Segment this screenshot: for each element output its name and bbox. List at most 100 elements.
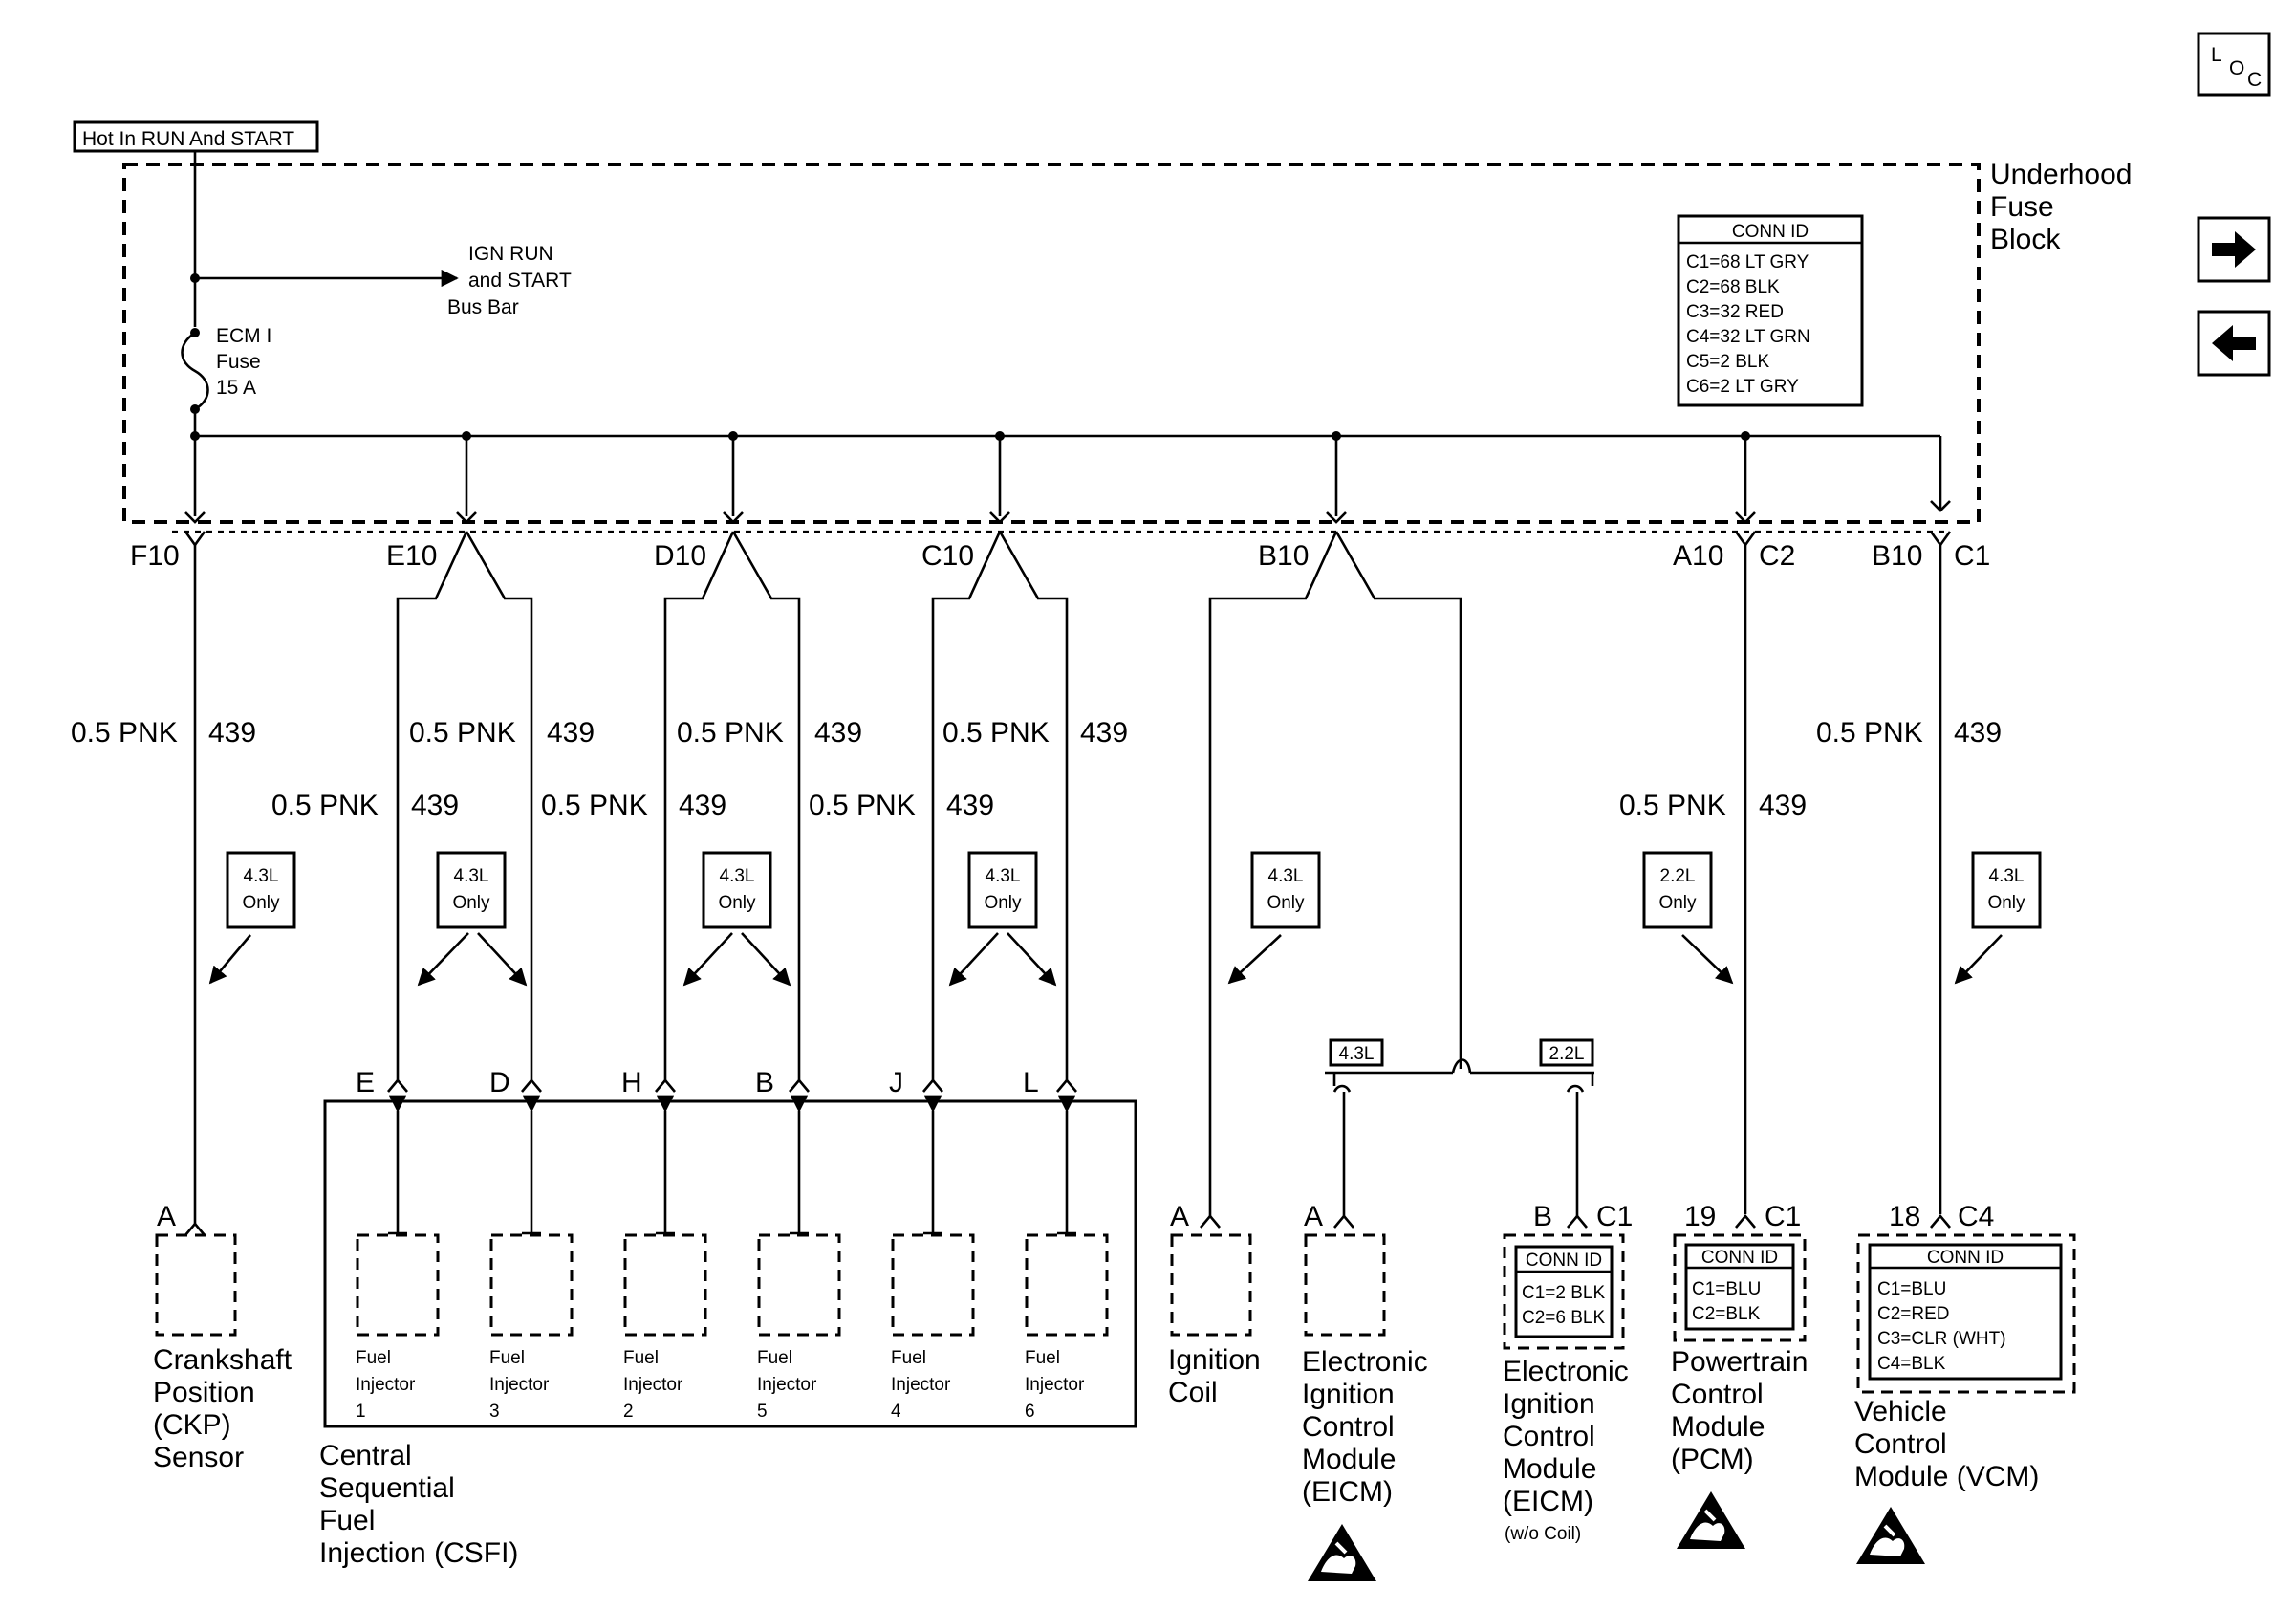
- ignition-coil-box: [1170, 1233, 1252, 1337]
- eicm2-conn: C1: [1596, 1201, 1633, 1232]
- injector-4-label: Injector: [891, 1375, 951, 1395]
- eicm2-note: (w/o Coil): [1505, 1524, 1581, 1544]
- svg-text:4.3L: 4.3L: [244, 866, 279, 886]
- wire-gauge: 0.5 PNK: [809, 790, 916, 821]
- loc-letter-c: C: [2247, 69, 2262, 91]
- wire-gauge: 0.5 PNK: [409, 717, 516, 749]
- eicm1-label-1: Electronic: [1302, 1346, 1428, 1378]
- conn-id-row: C2=68 BLK: [1686, 277, 1780, 297]
- esd-sensitive-icon: [1854, 1505, 1927, 1566]
- injector-labels: Fuel Injector 1 Fuel Injector 3 Fuel Inj…: [356, 1348, 1085, 1422]
- injector-boxes: [356, 1233, 1109, 1337]
- svg-text:Only: Only: [1987, 893, 2025, 913]
- power-source-label: Hot In RUN And START: [82, 128, 294, 150]
- csfi-label-4: Injection (CSFI): [319, 1537, 518, 1569]
- eicm2-label-3: Control: [1503, 1421, 1595, 1452]
- pin-e10: E10: [386, 540, 437, 572]
- svg-text:4.3L: 4.3L: [454, 866, 489, 886]
- pcm-conn-id: CONN ID C1=BLU C2=BLK: [1684, 1243, 1795, 1331]
- inj-pin-j: J: [889, 1067, 903, 1099]
- vcm-label-3: Module (VCM): [1854, 1461, 2039, 1492]
- svg-text:Only: Only: [452, 893, 490, 913]
- bus-bar-label-3: Bus Bar: [447, 296, 519, 318]
- eicm1-label-2: Ignition: [1302, 1379, 1395, 1410]
- eicm1-box: [1304, 1233, 1386, 1337]
- svg-text:C2=6 BLK: C2=6 BLK: [1522, 1308, 1605, 1328]
- pcm-label-3: Module: [1671, 1411, 1765, 1443]
- pcm-label-1: Powertrain: [1671, 1346, 1808, 1378]
- bus-drops: [193, 431, 1750, 516]
- eicm2-label-4: Module: [1503, 1453, 1596, 1485]
- fuse-icon: [181, 328, 209, 414]
- pin-b10: B10: [1258, 540, 1309, 572]
- pcm-label-4: (PCM): [1671, 1444, 1754, 1475]
- location-button[interactable]: L O C: [2197, 32, 2271, 97]
- pin-b10-c1: B10: [1872, 540, 1922, 572]
- svg-text:CONN ID: CONN ID: [1927, 1248, 2004, 1268]
- fuse-label-3: 15 A: [216, 377, 256, 399]
- injector-terminals: [387, 1077, 1077, 1235]
- ckp-label-2: Position: [153, 1377, 255, 1408]
- inj-pin-b: B: [755, 1067, 774, 1099]
- pin-a10-conn: C2: [1759, 540, 1795, 572]
- injector-5-number: 5: [757, 1402, 768, 1422]
- esd-sensitive-icon: [1306, 1522, 1378, 1583]
- wire-gauge: 0.5 PNK: [1816, 717, 1923, 749]
- svg-text:C3=CLR (WHT): C3=CLR (WHT): [1877, 1329, 2006, 1349]
- ckp-label-3: (CKP): [153, 1409, 231, 1441]
- vcm-pin: 18: [1889, 1201, 1920, 1232]
- pin-c10: C10: [921, 540, 974, 572]
- csfi-label-1: Central: [319, 1440, 412, 1471]
- wire-circuit: 439: [679, 790, 726, 821]
- svg-text:CONN ID: CONN ID: [1701, 1248, 1778, 1268]
- esd-sensitive-icon: [1675, 1490, 1747, 1551]
- svg-text:Only: Only: [1267, 893, 1305, 913]
- wire-gauge: 0.5 PNK: [1619, 790, 1726, 821]
- svg-text:C2=BLK: C2=BLK: [1692, 1304, 1761, 1324]
- conn-id-row: C6=2 LT GRY: [1686, 377, 1799, 397]
- conn-id-title: CONN ID: [1732, 222, 1809, 242]
- ckp-pin: A: [157, 1201, 176, 1232]
- svg-text:Only: Only: [984, 893, 1022, 913]
- conn-id-fuse-block: CONN ID C1=68 LT GRY C2=68 BLK C3=32 RED…: [1677, 214, 1864, 407]
- svg-text:C1=BLU: C1=BLU: [1692, 1279, 1761, 1299]
- pin-f10: F10: [130, 540, 180, 572]
- wire-gauge: 0.5 PNK: [942, 717, 1050, 749]
- arrow-right-icon: [2212, 231, 2256, 268]
- svg-text:4.3L: 4.3L: [1339, 1044, 1375, 1064]
- wire-circuit: 439: [547, 717, 595, 749]
- svg-text:C1=BLU: C1=BLU: [1877, 1279, 1946, 1299]
- injector-1-label: Injector: [356, 1375, 416, 1395]
- ckp-label-4: Sensor: [153, 1442, 244, 1473]
- conn-id-row: C3=32 RED: [1686, 302, 1784, 322]
- injector-3-label: Injector: [489, 1375, 550, 1395]
- eicm2-box: [1503, 1233, 1625, 1350]
- inj-pin-h: H: [621, 1067, 642, 1099]
- injector-6-number: 6: [1025, 1402, 1035, 1422]
- previous-page-button[interactable]: [2197, 310, 2271, 377]
- pin-a10: A10: [1673, 540, 1723, 572]
- svg-text:4.3L: 4.3L: [1268, 866, 1304, 886]
- pin-b10-c1-conn: C1: [1954, 540, 1990, 572]
- fuse-block-label-3: Block: [1990, 224, 2061, 255]
- loc-letter-o: O: [2229, 57, 2244, 79]
- injector-2-label: Fuel: [623, 1348, 659, 1368]
- arrow-left-icon: [2212, 325, 2256, 361]
- wire-circuit: 439: [814, 717, 862, 749]
- wire-circuit: 439: [1759, 790, 1807, 821]
- vcm-conn-id: CONN ID C1=BLU C2=RED C3=CLR (WHT) C4=BL…: [1868, 1243, 2063, 1381]
- pin-d10: D10: [654, 540, 706, 572]
- fuse-block-label-1: Underhood: [1990, 159, 2132, 190]
- fuse-block-terminals: [184, 500, 1951, 524]
- svg-text:CONN ID: CONN ID: [1526, 1251, 1602, 1271]
- eicm1-label-4: Module: [1302, 1444, 1396, 1475]
- vcm-conn: C4: [1958, 1201, 1994, 1232]
- wire-circuit: 439: [1954, 717, 2002, 749]
- wire-gauge: 0.5 PNK: [271, 790, 379, 821]
- wire-gauge: 0.5 PNK: [677, 717, 784, 749]
- wire-gauge: 0.5 PNK: [541, 790, 648, 821]
- vcm-label-1: Vehicle: [1854, 1396, 1947, 1427]
- next-page-button[interactable]: [2197, 216, 2271, 283]
- fuse-block-label-2: Fuse: [1990, 191, 2054, 223]
